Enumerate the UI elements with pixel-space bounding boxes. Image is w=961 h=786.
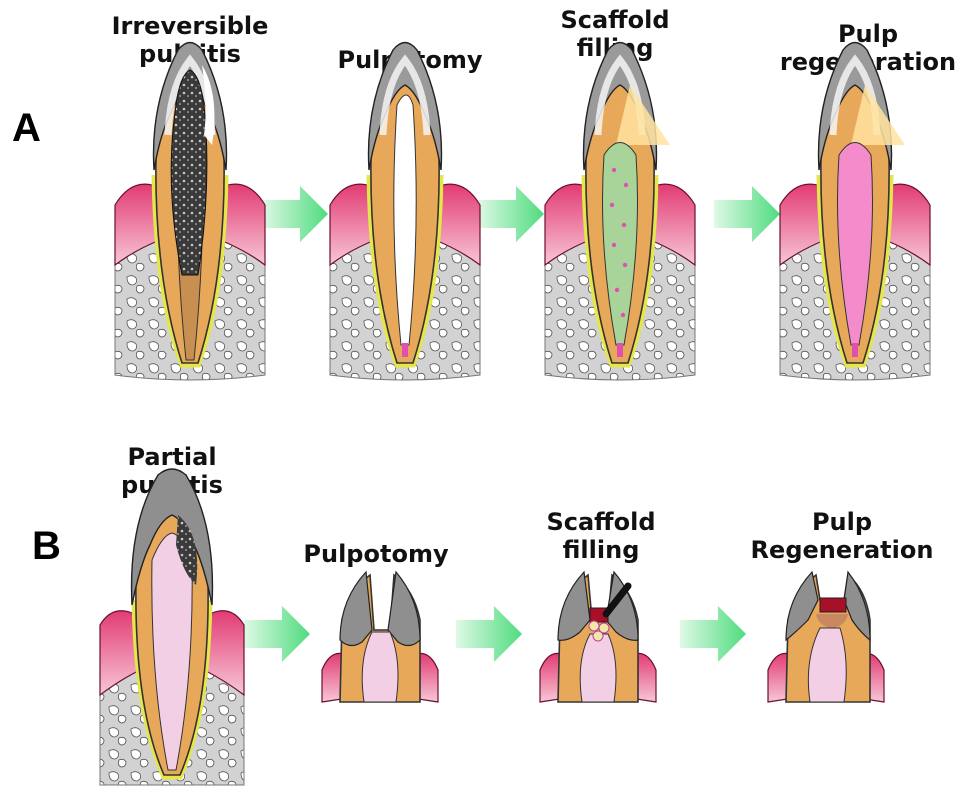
tooth-scaffold-filling	[545, 43, 695, 381]
tooth-pulp-regeneration	[780, 43, 930, 381]
tooth-irreversible-pulpitis	[115, 43, 265, 381]
tooth-pulpetomy	[330, 43, 480, 381]
tooth-pulp-regeneration-b	[768, 572, 884, 702]
arrow-right-icon	[244, 606, 310, 662]
arrow-right-icon	[680, 606, 746, 662]
arrow-right-icon	[262, 186, 328, 242]
tooth-pulpotomy	[322, 572, 438, 702]
tooth-partial-pulpitis	[100, 469, 244, 785]
arrow-right-icon	[456, 606, 522, 662]
arrow-right-icon	[714, 186, 780, 242]
tooth-scaffold-filling-b	[540, 572, 656, 702]
arrow-right-icon	[478, 186, 544, 242]
